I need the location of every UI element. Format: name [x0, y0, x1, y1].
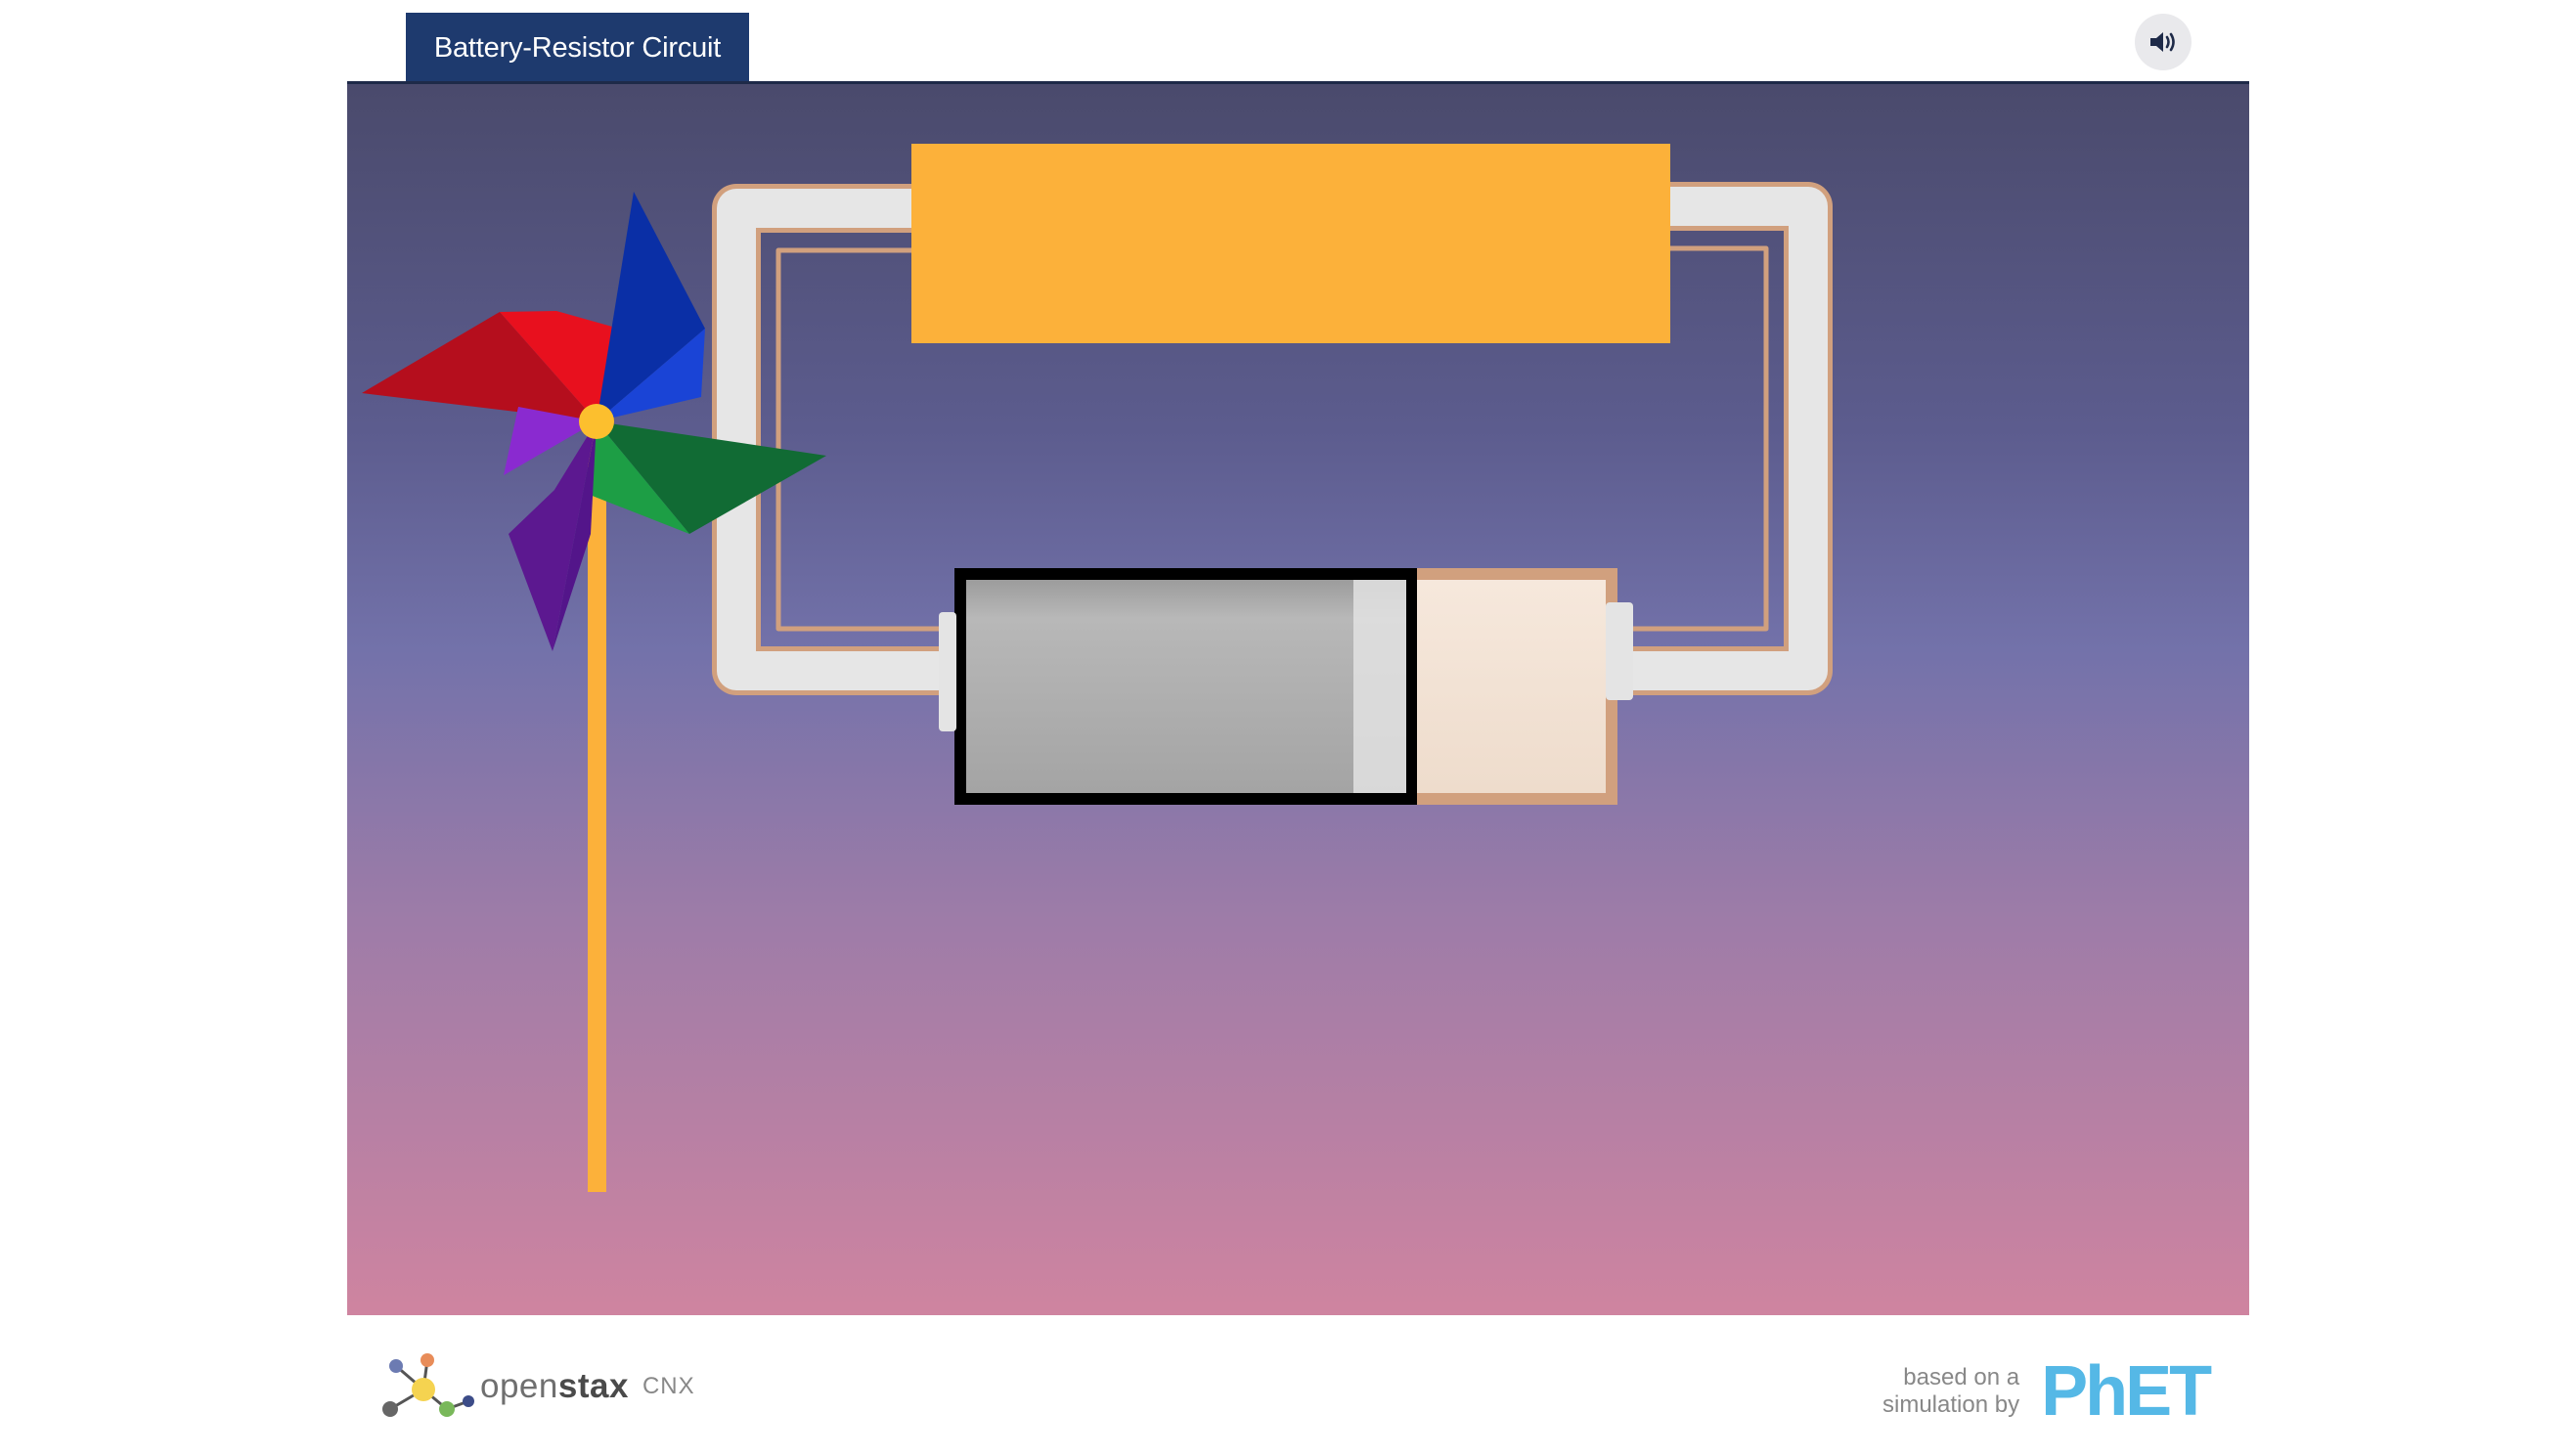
- circuit-scene: [362, 144, 1833, 1192]
- cnx-label: CNX: [642, 1373, 695, 1399]
- based-on-text: based on a simulation by: [1882, 1364, 2019, 1419]
- openstax-network-icon: [382, 1353, 474, 1417]
- openstax-wordmark: openstax: [480, 1367, 629, 1405]
- resistor: [911, 144, 1670, 343]
- phet-wordmark: PhET: [2041, 1352, 2212, 1431]
- pinwheel-hub: [579, 404, 614, 439]
- based-on-line2: simulation by: [1882, 1391, 2020, 1418]
- based-on-line1: based on a: [1903, 1364, 2020, 1390]
- sim-title: Battery-Resistor Circuit: [433, 31, 722, 64]
- sim-title-tab: Battery-Resistor Circuit: [406, 13, 749, 83]
- simulation-play-area[interactable]: [347, 81, 2249, 1315]
- pinwheel-stick: [588, 421, 606, 1192]
- openstax-cnx-logo[interactable]: openstax CNX: [376, 1352, 695, 1421]
- battery: [939, 568, 1633, 805]
- pinwheel: [362, 192, 826, 1192]
- speaker-volume-icon: [2150, 32, 2175, 52]
- sound-toggle-button[interactable]: [2135, 14, 2192, 70]
- phet-attribution[interactable]: based on a simulation by PhET: [1882, 1352, 2212, 1431]
- phet-logo: PhET: [2041, 1351, 2212, 1432]
